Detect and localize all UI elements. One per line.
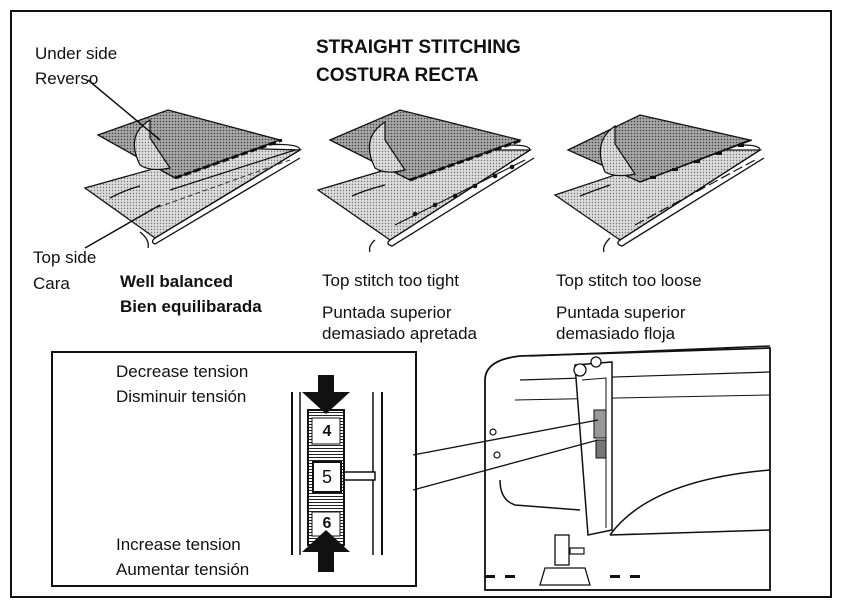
callout-line-upper <box>412 419 599 456</box>
caption-too-loose-es-line1: Puntada superior <box>556 303 686 322</box>
top-side-label: Top side <box>33 248 97 267</box>
title-spanish: COSTURA RECTA <box>316 65 479 86</box>
caption-too-loose: Top stitch too loose <box>556 271 702 290</box>
under-side-label: Under side <box>35 44 118 63</box>
increase-arrow-icon <box>302 530 350 552</box>
top-side-leader-line <box>84 204 161 249</box>
dial-number-current: 5 <box>321 467 332 487</box>
fabric-sample-too-tight <box>316 109 535 253</box>
manual-illustration-frame <box>10 10 832 598</box>
increase-tension-label-es: Aumentar tensión <box>116 560 250 579</box>
tension-dial <box>291 375 383 572</box>
increase-tension-label: Increase tension <box>116 535 241 554</box>
caption-well-balanced: Well balanced <box>120 272 234 291</box>
callout-line-lower <box>412 439 599 491</box>
sewing-machine-illustration <box>484 345 771 591</box>
caption-well-balanced-es: Bien equilibarada <box>120 297 262 316</box>
fabric-sample-well-balanced <box>83 109 303 249</box>
caption-too-loose-es-line2: demasiado floja <box>556 324 676 343</box>
caption-too-tight-es-line2: demasiado apretada <box>322 324 478 343</box>
dial-number-upper: 4 <box>322 423 332 440</box>
caption-too-tight: Top stitch too tight <box>322 271 460 290</box>
under-side-leader-line <box>87 79 161 141</box>
decrease-arrow-icon <box>302 392 350 414</box>
dial-number-lower: 6 <box>322 515 332 532</box>
under-side-label-es: Reverso <box>35 69 99 88</box>
decrease-tension-label-es: Disminuir tensión <box>116 387 247 406</box>
fabric-sample-too-loose <box>553 114 765 253</box>
caption-too-tight-es-line1: Puntada superior <box>322 303 452 322</box>
top-side-label-es: Cara <box>33 274 70 293</box>
decrease-tension-label: Decrease tension <box>116 362 249 381</box>
title-english: STRAIGHT STITCHING <box>316 37 521 58</box>
tension-inset-box <box>51 351 417 587</box>
